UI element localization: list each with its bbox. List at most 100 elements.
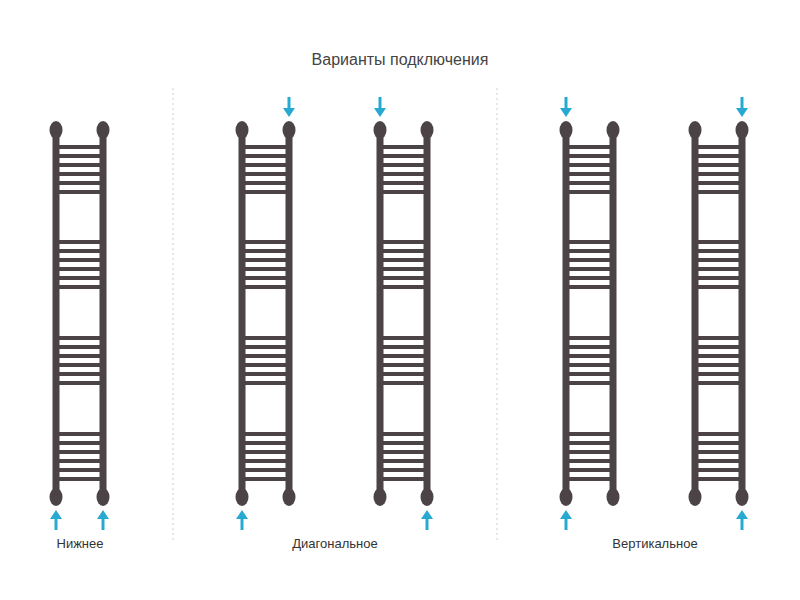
rung	[56, 477, 103, 481]
rung	[56, 372, 103, 376]
end-cap	[736, 121, 749, 139]
rung	[695, 354, 742, 358]
rung	[695, 276, 742, 280]
rung	[566, 468, 613, 472]
rung	[695, 163, 742, 167]
rung	[56, 459, 103, 463]
rung	[566, 181, 613, 185]
rung	[695, 249, 742, 253]
rung	[380, 345, 427, 349]
rung	[242, 190, 289, 194]
towel-radiator	[560, 121, 620, 506]
dividers	[173, 88, 497, 542]
flow-arrow	[421, 510, 433, 530]
rung	[242, 477, 289, 481]
rung	[242, 145, 289, 149]
rung	[566, 450, 613, 454]
rung	[695, 154, 742, 158]
rung	[380, 441, 427, 445]
rung	[566, 163, 613, 167]
rung	[695, 267, 742, 271]
towel-radiator	[50, 121, 110, 506]
rung	[242, 354, 289, 358]
rung	[566, 336, 613, 340]
rung	[242, 249, 289, 253]
rung	[566, 477, 613, 481]
rail	[286, 130, 293, 497]
rung	[695, 181, 742, 185]
rung	[380, 276, 427, 280]
rung	[242, 172, 289, 176]
rung	[56, 249, 103, 253]
rung	[242, 163, 289, 167]
divider-line	[173, 88, 174, 542]
rung	[242, 240, 289, 244]
end-cap	[374, 488, 387, 506]
rung	[380, 450, 427, 454]
rung	[242, 276, 289, 280]
rung	[695, 441, 742, 445]
rung	[380, 381, 427, 385]
rung	[380, 285, 427, 289]
rung	[566, 372, 613, 376]
rung	[56, 240, 103, 244]
rung	[56, 468, 103, 472]
rung	[566, 363, 613, 367]
end-cap	[97, 488, 110, 506]
rung	[380, 249, 427, 253]
end-cap	[689, 121, 702, 139]
rung	[56, 432, 103, 436]
flow-arrows	[50, 97, 748, 530]
rung	[380, 477, 427, 481]
rung	[566, 258, 613, 262]
variant-caption: Нижнее	[57, 536, 104, 551]
rung	[695, 258, 742, 262]
rung	[242, 441, 289, 445]
rung	[56, 441, 103, 445]
rung	[566, 381, 613, 385]
rail	[53, 130, 60, 497]
end-cap	[236, 121, 249, 139]
rung	[695, 345, 742, 349]
radiators	[50, 121, 749, 506]
rung	[380, 190, 427, 194]
rung	[56, 190, 103, 194]
rung	[380, 181, 427, 185]
flow-arrow	[236, 510, 248, 530]
rung	[566, 276, 613, 280]
divider-line	[497, 88, 498, 542]
rung	[695, 336, 742, 340]
rung	[242, 432, 289, 436]
rung	[242, 267, 289, 271]
end-cap	[374, 121, 387, 139]
rung	[56, 354, 103, 358]
flow-arrow	[50, 510, 62, 530]
rung	[566, 267, 613, 271]
rung	[566, 432, 613, 436]
end-cap	[560, 121, 573, 139]
rung	[380, 336, 427, 340]
end-cap	[607, 121, 620, 139]
diagram-title: Варианты подключения	[312, 51, 489, 69]
towel-radiator	[689, 121, 749, 506]
rung	[380, 145, 427, 149]
end-cap	[283, 488, 296, 506]
rung	[242, 258, 289, 262]
rail	[377, 130, 384, 497]
rung	[695, 459, 742, 463]
flow-arrow	[560, 97, 572, 117]
rung	[56, 154, 103, 158]
rung	[695, 477, 742, 481]
rung	[566, 145, 613, 149]
rung	[380, 372, 427, 376]
rung	[56, 276, 103, 280]
end-cap	[236, 488, 249, 506]
rung	[566, 345, 613, 349]
rung	[56, 267, 103, 271]
flow-arrow	[283, 97, 295, 117]
rung	[56, 345, 103, 349]
rung	[56, 450, 103, 454]
flow-arrow	[97, 510, 109, 530]
rung	[380, 354, 427, 358]
